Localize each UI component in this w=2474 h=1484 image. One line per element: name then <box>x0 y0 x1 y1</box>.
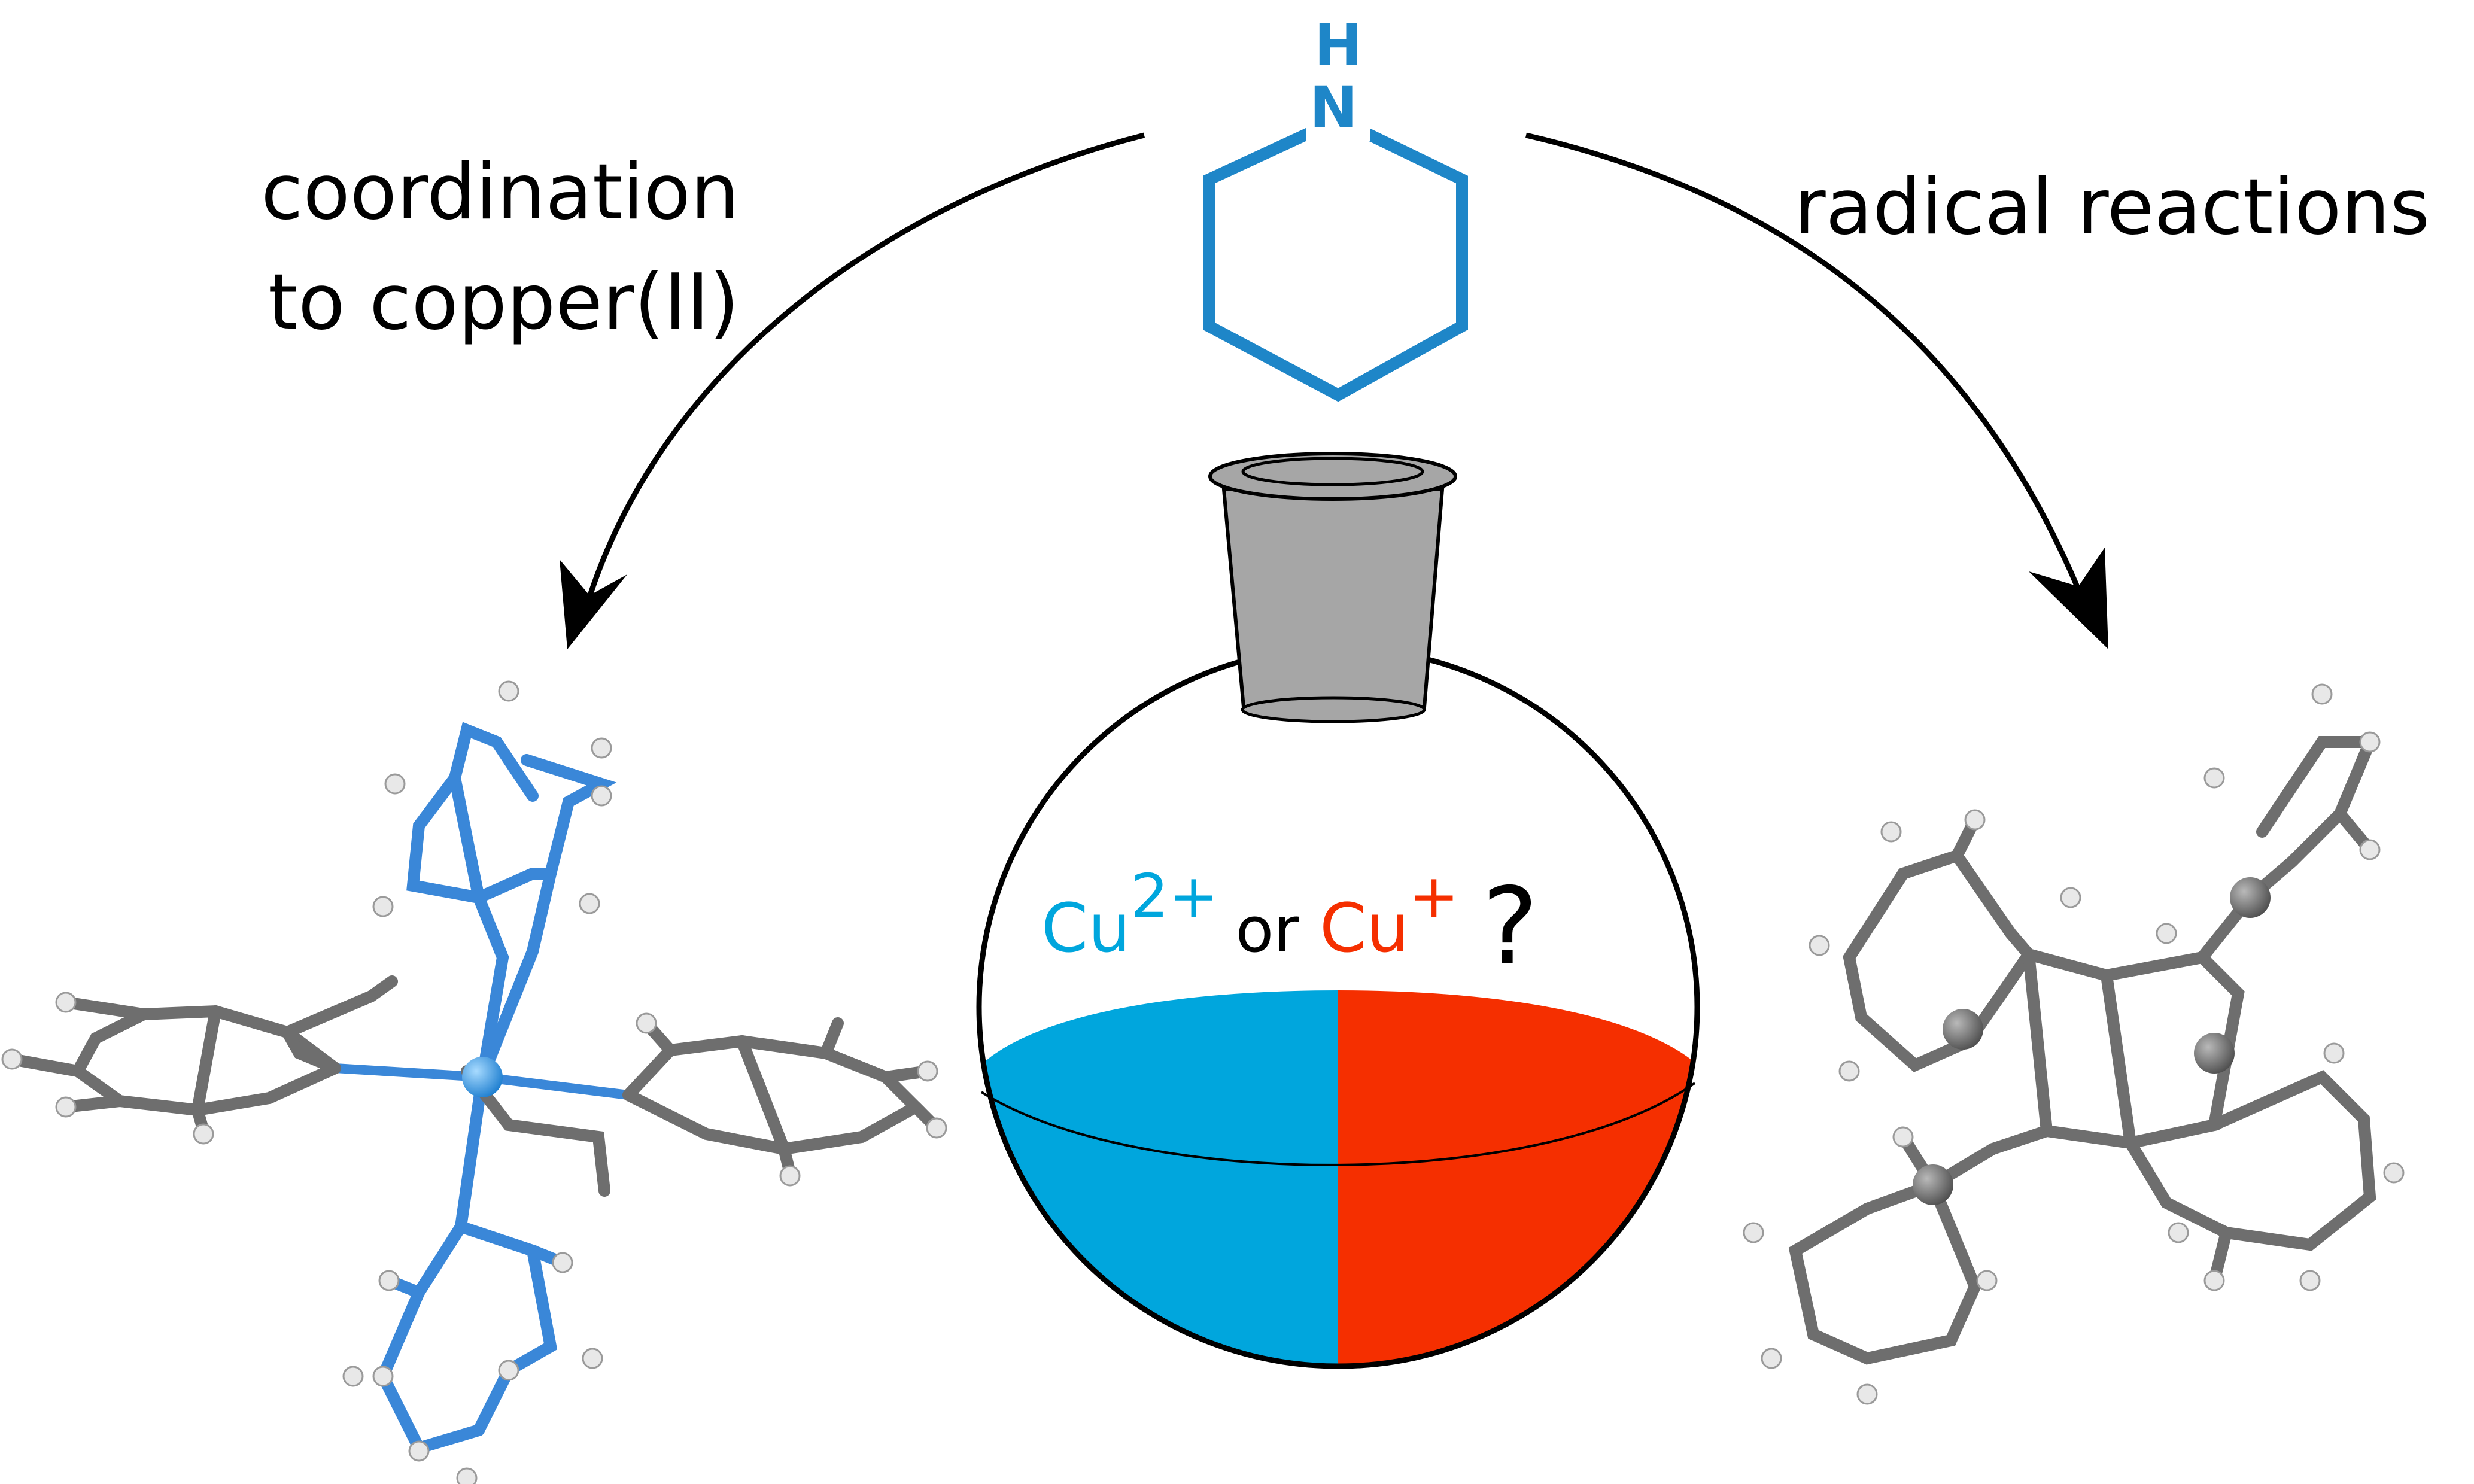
left-label-line1: coordination <box>261 148 739 237</box>
left-label-line2: to copper(II) <box>268 258 739 347</box>
piperidine-h-label: H <box>1314 12 1363 79</box>
left-arrowhead <box>560 559 627 649</box>
left-molecule <box>1 680 947 1484</box>
radical-center-4 <box>1913 1164 1953 1205</box>
radical-center-2 <box>1943 1009 1983 1050</box>
left-arrow-label: coordination to copper(II) <box>212 154 739 341</box>
stopper <box>1208 452 1457 723</box>
left-arrow <box>560 132 1145 649</box>
cu2-label: Cu2+ <box>1041 861 1219 968</box>
right-arrowhead <box>2029 548 2108 649</box>
right-arrow <box>1525 132 2108 649</box>
or-label: or <box>1235 893 1299 966</box>
question-mark: ? <box>1481 865 1539 989</box>
cu1-charge: + <box>1409 861 1459 931</box>
copper-atom <box>462 1057 503 1097</box>
right-arrow-label: radical reactions <box>1794 163 2430 252</box>
cu2-solution <box>979 987 1338 1366</box>
flask-question: Cu2+ or Cu+ ? <box>1041 853 1538 989</box>
cu1-label: Cu+ <box>1320 861 1459 968</box>
piperidine-structure <box>1203 75 1468 402</box>
cu1-solution <box>1338 987 1697 1366</box>
cu2-charge: 2+ <box>1130 861 1219 931</box>
right-molecule <box>1743 683 2405 1405</box>
radical-center-1 <box>2230 877 2271 918</box>
piperidine-n-label: N <box>1309 74 1358 141</box>
radical-center-3 <box>2194 1033 2235 1074</box>
